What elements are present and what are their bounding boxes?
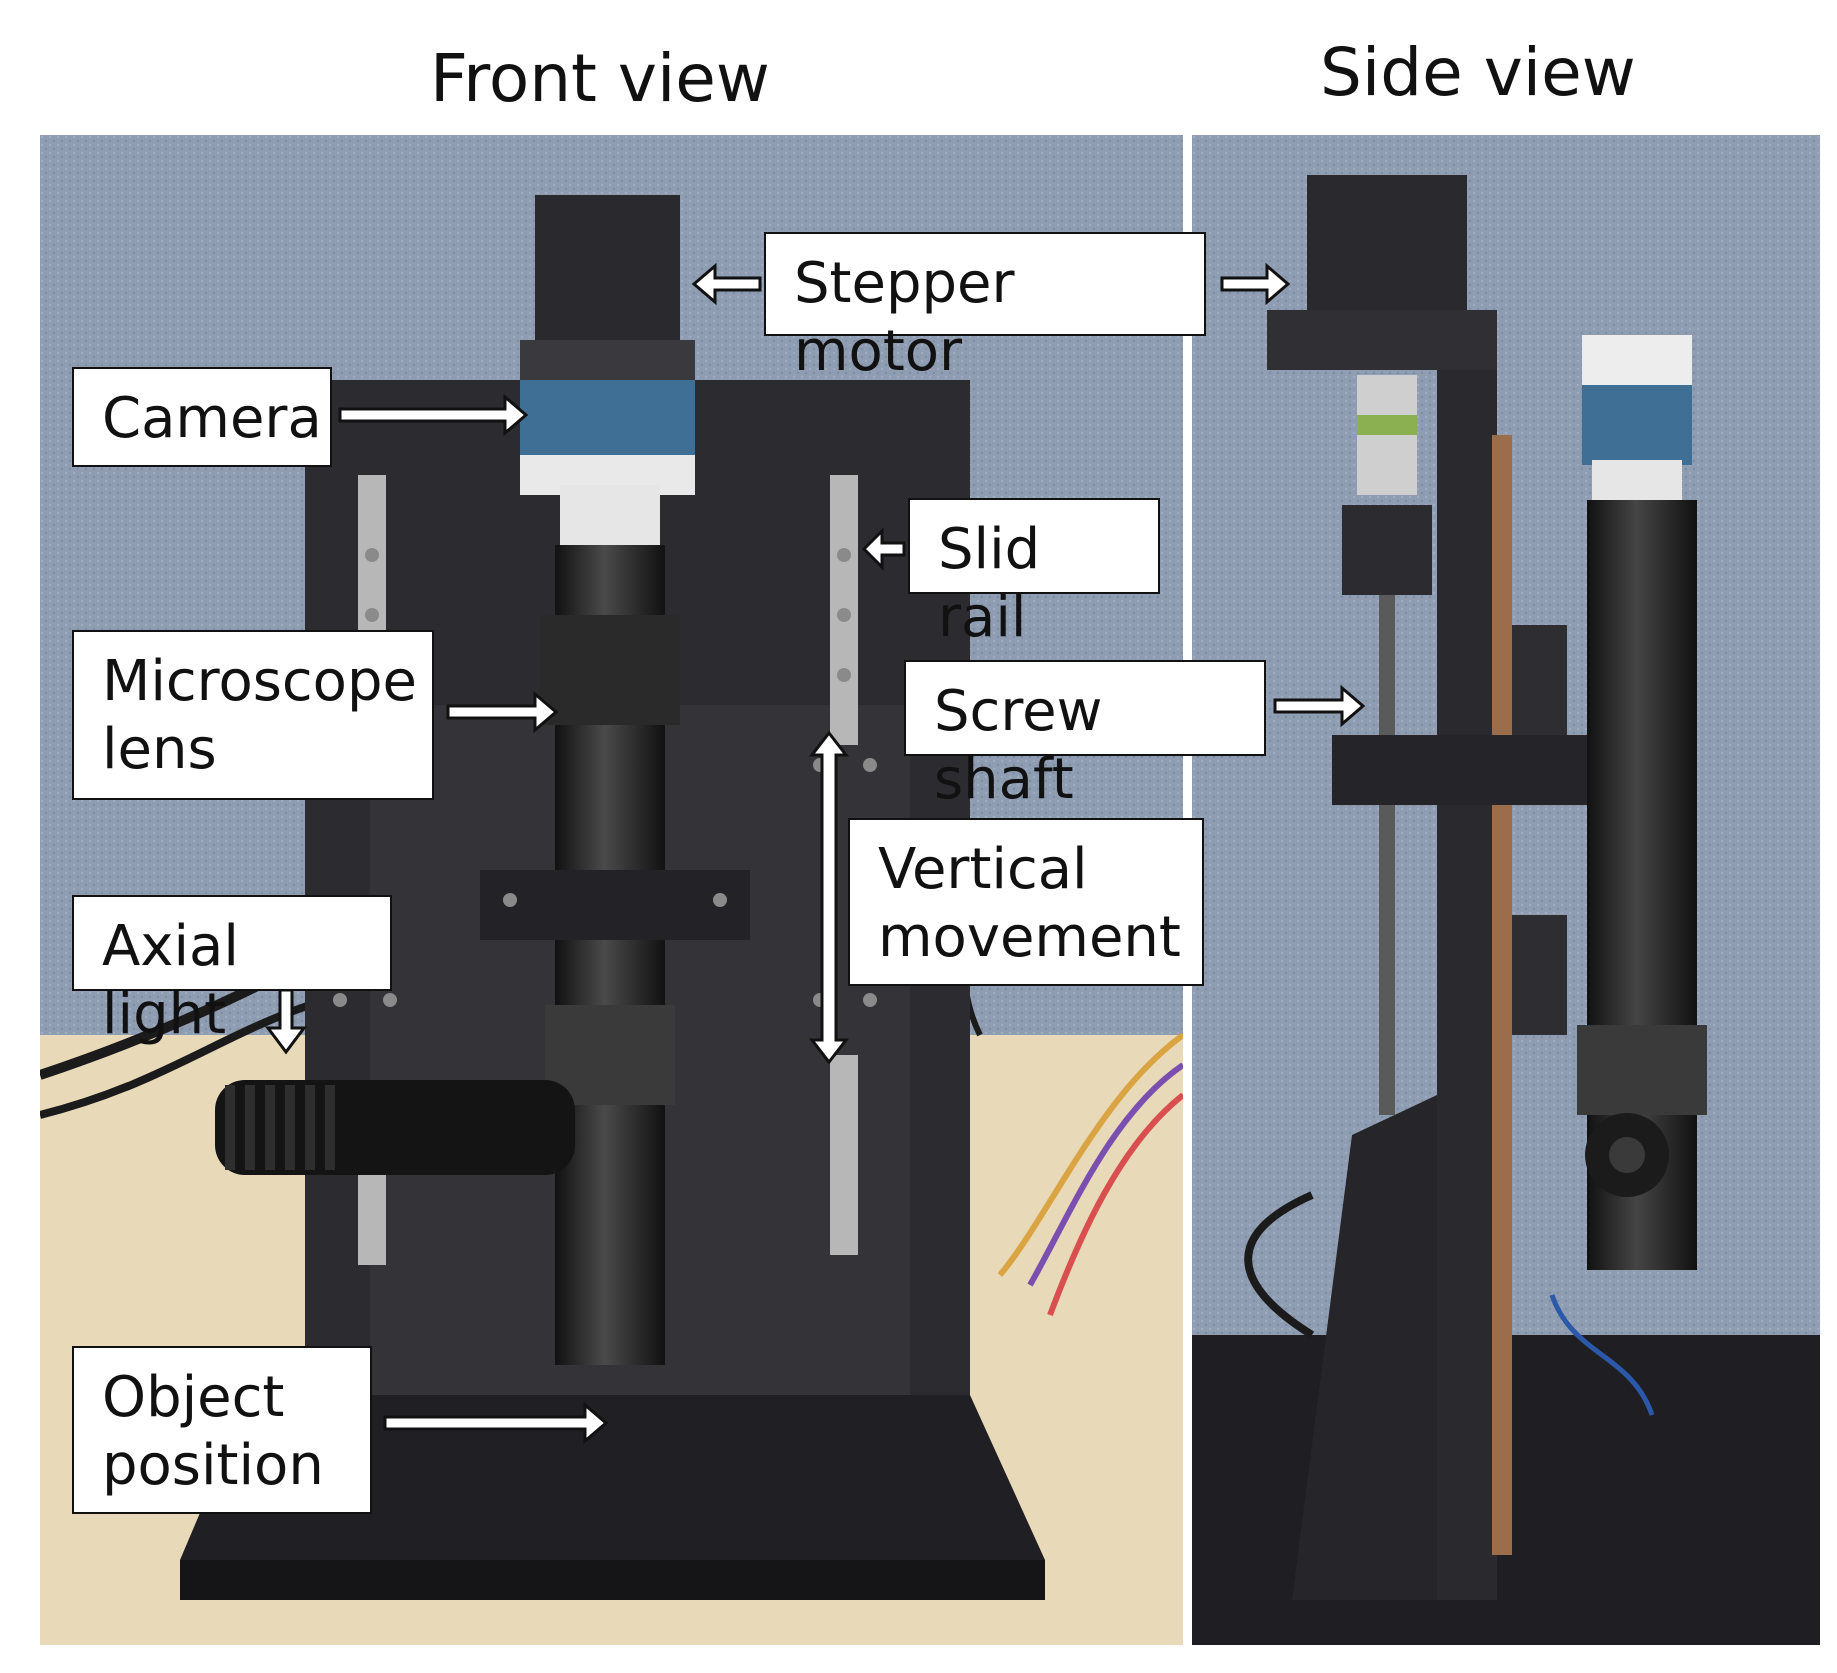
arrow-microscope-lens xyxy=(446,690,559,734)
side-view-title: Side view xyxy=(1320,34,1636,111)
base-plate xyxy=(180,1395,1045,1560)
camera-body xyxy=(1582,385,1692,465)
column-stand xyxy=(1437,310,1497,1600)
arrow-object-position xyxy=(383,1401,609,1445)
arrow-screw-shaft xyxy=(1273,684,1366,728)
motor-body xyxy=(535,195,680,365)
label-slid-rail: Slid rail xyxy=(908,498,1160,650)
arrow-vertical-movement xyxy=(808,730,850,1065)
arrow-stepper-motor-front xyxy=(691,262,762,306)
screw-shaft xyxy=(1379,595,1395,1115)
side-view-photo xyxy=(1192,135,1820,1645)
label-screw-shaft: Screw shaft xyxy=(904,660,1266,812)
motor-body xyxy=(1307,175,1467,325)
arrow-slid-rail xyxy=(861,527,906,571)
front-view-title: Front view xyxy=(430,40,770,117)
lens-clamp xyxy=(480,870,750,940)
label-object-position: Object position xyxy=(72,1346,372,1514)
label-axial-light: Axial light xyxy=(72,895,392,1047)
label-vertical-movement: Vertical movement xyxy=(848,818,1204,986)
arrow-stepper-motor-side xyxy=(1220,262,1291,306)
label-microscope-lens: Microscope lens xyxy=(72,630,434,800)
label-camera: Camera xyxy=(72,367,332,467)
arrow-axial-light xyxy=(265,988,307,1055)
label-stepper-motor: Stepper motor xyxy=(764,232,1206,384)
arrow-camera xyxy=(338,393,529,437)
